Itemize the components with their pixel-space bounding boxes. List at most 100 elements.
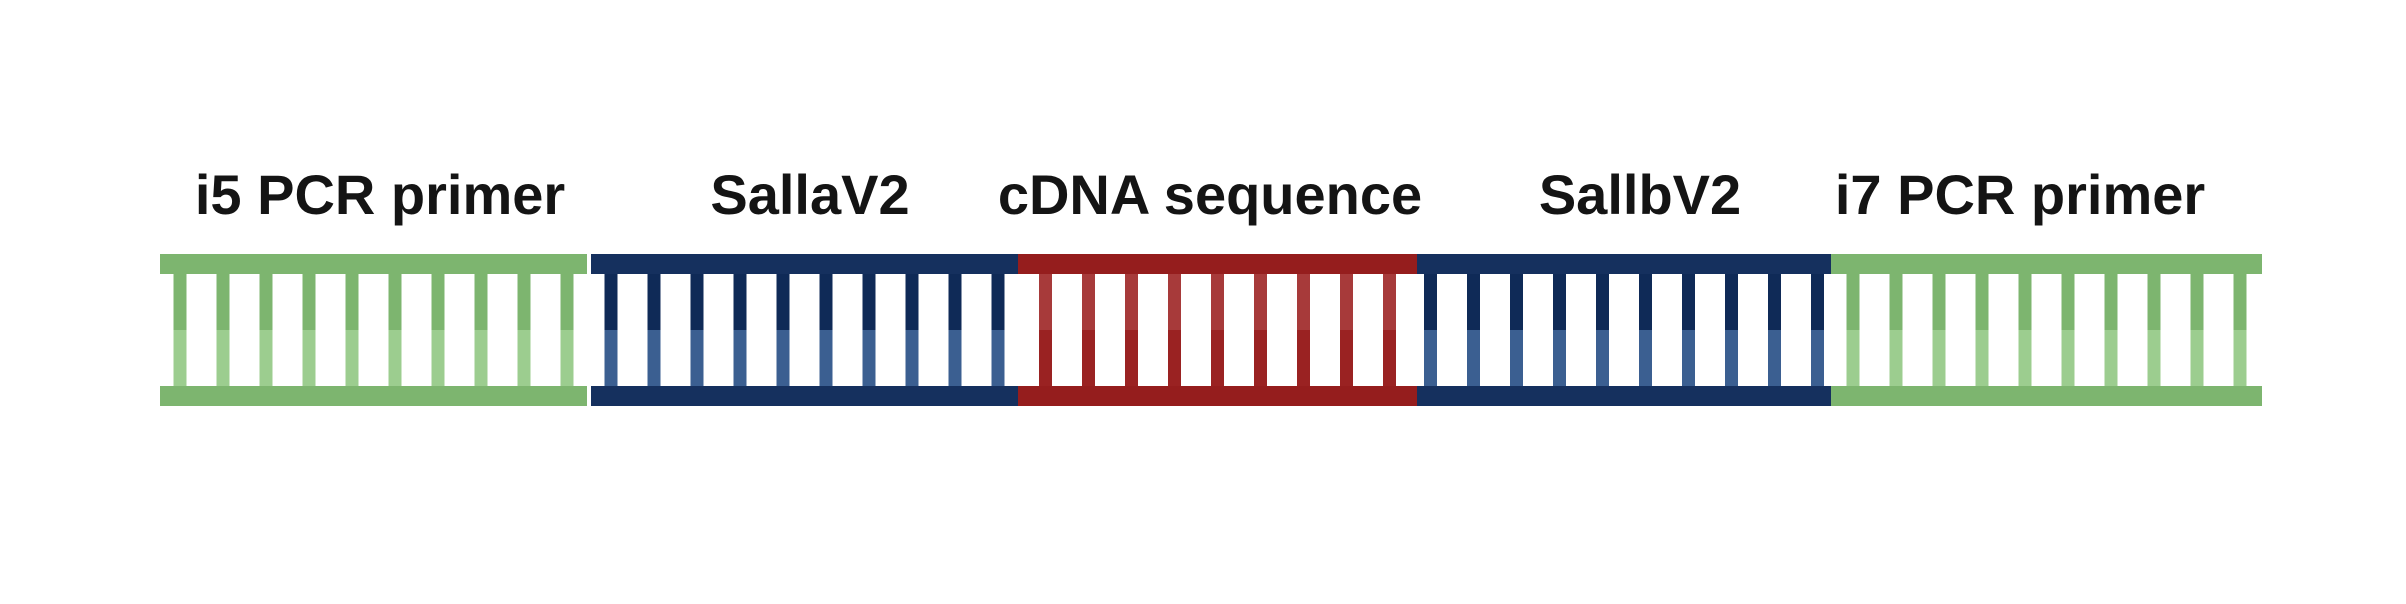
segment-sallbv2 [1417, 254, 1831, 406]
rung-top [604, 274, 618, 330]
backbone-top [1018, 254, 1417, 274]
rung-top [1889, 274, 1903, 330]
rung-bottom [776, 330, 790, 386]
rung-bottom [1682, 330, 1695, 386]
rung-bottom [2190, 330, 2204, 386]
rung-bottom [1297, 330, 1310, 386]
rung-top [560, 274, 574, 330]
rung-bottom [1082, 330, 1095, 386]
rung-top [1168, 274, 1181, 330]
rung-bottom [647, 330, 661, 386]
rung-top [1340, 274, 1353, 330]
rung-bottom [1975, 330, 1989, 386]
rung-top [1596, 274, 1609, 330]
rung-bottom [1596, 330, 1609, 386]
rung-bottom [345, 330, 359, 386]
rung-top [2233, 274, 2247, 330]
rung-bottom [819, 330, 833, 386]
rung-top [2190, 274, 2204, 330]
segment-i7-pcr-primer [1831, 254, 2262, 406]
rung-bottom [690, 330, 704, 386]
rung-bottom [1340, 330, 1353, 386]
rung-bottom [1125, 330, 1138, 386]
rung-bottom [1254, 330, 1267, 386]
backbone-top [591, 254, 1018, 274]
rung-bottom [259, 330, 273, 386]
rung-bottom [431, 330, 445, 386]
rung-top [862, 274, 876, 330]
rung-top [1975, 274, 1989, 330]
rung-top [991, 274, 1005, 330]
rung-bottom [862, 330, 876, 386]
rung-bottom [604, 330, 618, 386]
rung-bottom [388, 330, 402, 386]
rung-top [1125, 274, 1138, 330]
rung-top [474, 274, 488, 330]
rung-bottom [2233, 330, 2247, 386]
backbone-top [1831, 254, 2262, 274]
segment-label-cdna-sequence: cDNA sequence [997, 163, 1423, 226]
rung-top [1811, 274, 1824, 330]
rung-bottom [1039, 330, 1052, 386]
rung-bottom [474, 330, 488, 386]
rung-top [2061, 274, 2075, 330]
rung-bottom [1424, 330, 1437, 386]
rung-bottom [1211, 330, 1224, 386]
rung-top [345, 274, 359, 330]
rung-top [431, 274, 445, 330]
rung-bottom [991, 330, 1005, 386]
backbone-bottom [1831, 386, 2262, 406]
rung-bottom [1725, 330, 1738, 386]
rung-top [1725, 274, 1738, 330]
rung-top [517, 274, 531, 330]
rung-top [173, 274, 187, 330]
rung-top [1768, 274, 1781, 330]
rung-bottom [1553, 330, 1566, 386]
rung-top [1297, 274, 1310, 330]
rung-top [1467, 274, 1480, 330]
rung-top [1211, 274, 1224, 330]
rung-top [905, 274, 919, 330]
rung-top [1082, 274, 1095, 330]
rung-top [2104, 274, 2118, 330]
rung-bottom [173, 330, 187, 386]
rung-bottom [560, 330, 574, 386]
rung-bottom [905, 330, 919, 386]
rung-bottom [302, 330, 316, 386]
rung-bottom [733, 330, 747, 386]
rung-bottom [1383, 330, 1396, 386]
backbone-bottom [1018, 386, 1417, 406]
rung-bottom [1932, 330, 1946, 386]
rung-top [1682, 274, 1695, 330]
rung-bottom [216, 330, 230, 386]
segment-cdna-sequence [1018, 254, 1417, 406]
backbone-top [1417, 254, 1831, 274]
rung-top [1639, 274, 1652, 330]
rung-top [1553, 274, 1566, 330]
backbone-bottom [160, 386, 587, 406]
rung-top [1510, 274, 1523, 330]
segment-label-sallbv2: SallbV2 [1538, 163, 1742, 226]
rung-top [776, 274, 790, 330]
rung-bottom [948, 330, 962, 386]
backbone-top [160, 254, 587, 274]
rung-bottom [1639, 330, 1652, 386]
rung-top [2018, 274, 2032, 330]
rung-top [1932, 274, 1946, 330]
rung-top [647, 274, 661, 330]
rung-bottom [2018, 330, 2032, 386]
rung-top [733, 274, 747, 330]
rung-bottom [1467, 330, 1480, 386]
segment-label-i7-pcr-primer: i7 PCR primer [1834, 163, 2206, 226]
segment-label-i5-pcr-primer: i5 PCR primer [194, 163, 566, 226]
rung-top [1846, 274, 1860, 330]
rung-top [1424, 274, 1437, 330]
rung-top [690, 274, 704, 330]
rung-top [1383, 274, 1396, 330]
segment-i5-pcr-primer [160, 254, 587, 406]
segment-label-sallav2: SallaV2 [710, 163, 910, 226]
rung-bottom [517, 330, 531, 386]
rung-bottom [1811, 330, 1824, 386]
rung-top [216, 274, 230, 330]
